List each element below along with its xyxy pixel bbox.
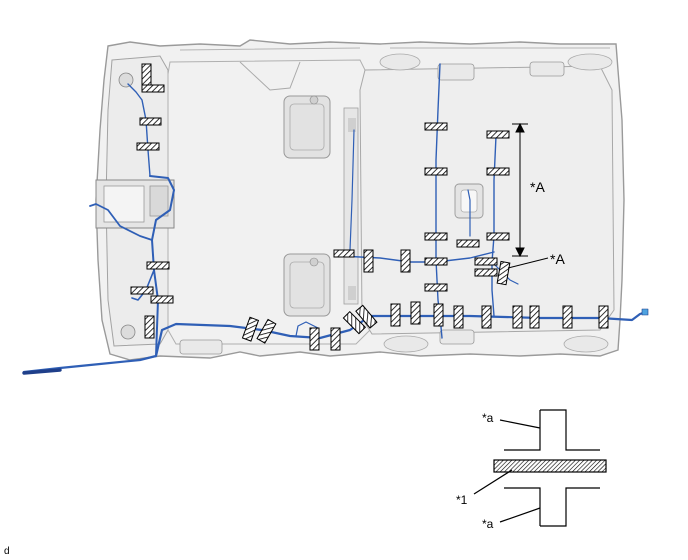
detail-1-label: *1 <box>456 493 468 507</box>
clamp <box>562 305 573 329</box>
dimension-A-label: *A <box>530 179 545 195</box>
clamp <box>486 130 510 139</box>
clamp <box>141 84 165 93</box>
clamp <box>424 122 448 131</box>
clamp <box>486 167 510 176</box>
harness-center-branch <box>435 63 441 317</box>
clamp <box>424 167 448 176</box>
headliner-panel <box>95 39 625 361</box>
clamp <box>529 305 540 329</box>
clamp <box>410 301 421 325</box>
clamp <box>150 295 174 304</box>
clamp <box>390 303 401 327</box>
clamp <box>363 249 374 273</box>
clamp <box>130 286 154 295</box>
detail-a-bottom-label: *a <box>482 517 494 531</box>
clamp <box>481 305 492 329</box>
clamp <box>496 260 511 286</box>
clamp <box>424 283 448 292</box>
clamp <box>424 257 448 266</box>
clamp <box>141 63 152 89</box>
clamp <box>309 327 320 351</box>
dimension-A <box>507 122 549 269</box>
clamp <box>355 304 378 329</box>
clamp <box>241 316 260 342</box>
clamp <box>256 318 277 344</box>
clamps <box>130 63 609 351</box>
clamp <box>598 305 609 329</box>
harness-left-branch <box>149 175 175 357</box>
clamp <box>474 268 498 277</box>
clamp <box>139 117 162 126</box>
dimension-A-side-label: *A <box>550 251 565 267</box>
clamp <box>456 239 480 248</box>
clamp <box>474 257 498 266</box>
harness-main-trunk <box>22 310 648 374</box>
clamp <box>433 303 444 327</box>
clamp <box>136 142 160 151</box>
clamp <box>342 310 367 335</box>
clamp-detail <box>473 409 607 527</box>
clamp <box>453 305 464 329</box>
clamp <box>486 232 510 241</box>
corner-code: d <box>4 546 10 557</box>
clamp <box>146 261 170 270</box>
clamp <box>512 305 523 329</box>
clamp <box>144 315 155 339</box>
clamp <box>333 249 355 258</box>
clamp <box>330 327 341 351</box>
clamp <box>400 249 411 273</box>
detail-a-top-label: *a <box>482 411 494 425</box>
clamp <box>424 232 448 241</box>
